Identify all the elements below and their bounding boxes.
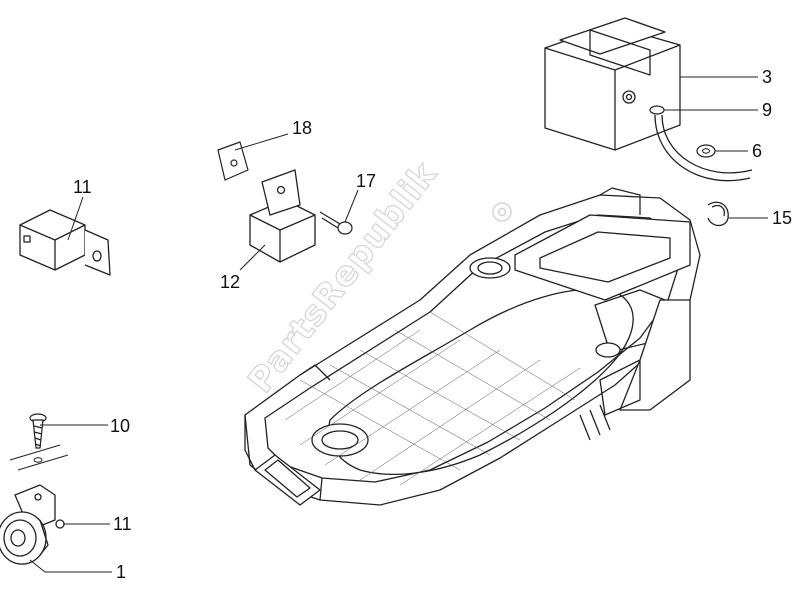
bracket xyxy=(217,141,249,181)
relay-12 xyxy=(249,169,316,263)
callout-1: 1 xyxy=(116,562,126,582)
callout-11-bottom: 11 xyxy=(113,514,132,534)
callout-10: 10 xyxy=(110,416,130,436)
callout-6: 6 xyxy=(752,141,762,161)
horn xyxy=(0,484,65,565)
relay-11 xyxy=(19,209,111,276)
vent-tube xyxy=(654,114,753,182)
clamp-ring xyxy=(707,201,729,227)
callout-17: 17 xyxy=(356,171,376,191)
screw-10 xyxy=(29,413,47,449)
leader-18 xyxy=(234,133,289,151)
callout-12: 12 xyxy=(220,272,240,292)
helmet-compartment xyxy=(244,187,701,506)
callout-18: 18 xyxy=(292,118,312,138)
mount-plate xyxy=(9,444,69,471)
leader-11-top xyxy=(67,196,84,241)
watermark-gear-icon xyxy=(492,202,512,222)
callout-9: 9 xyxy=(762,100,772,120)
battery xyxy=(544,17,681,151)
leader-17 xyxy=(344,189,359,223)
ring-9 xyxy=(649,105,665,115)
leader-12 xyxy=(239,244,266,271)
leader-1 xyxy=(29,559,112,573)
washer xyxy=(696,144,716,158)
callout-11-top: 11 xyxy=(73,177,92,197)
callout-3: 3 xyxy=(762,67,772,87)
leader-lines xyxy=(29,76,768,573)
screw-17 xyxy=(319,211,353,235)
callouts: 3 9 6 15 18 17 12 11 10 11 1 xyxy=(73,67,792,582)
callout-15: 15 xyxy=(772,208,792,228)
